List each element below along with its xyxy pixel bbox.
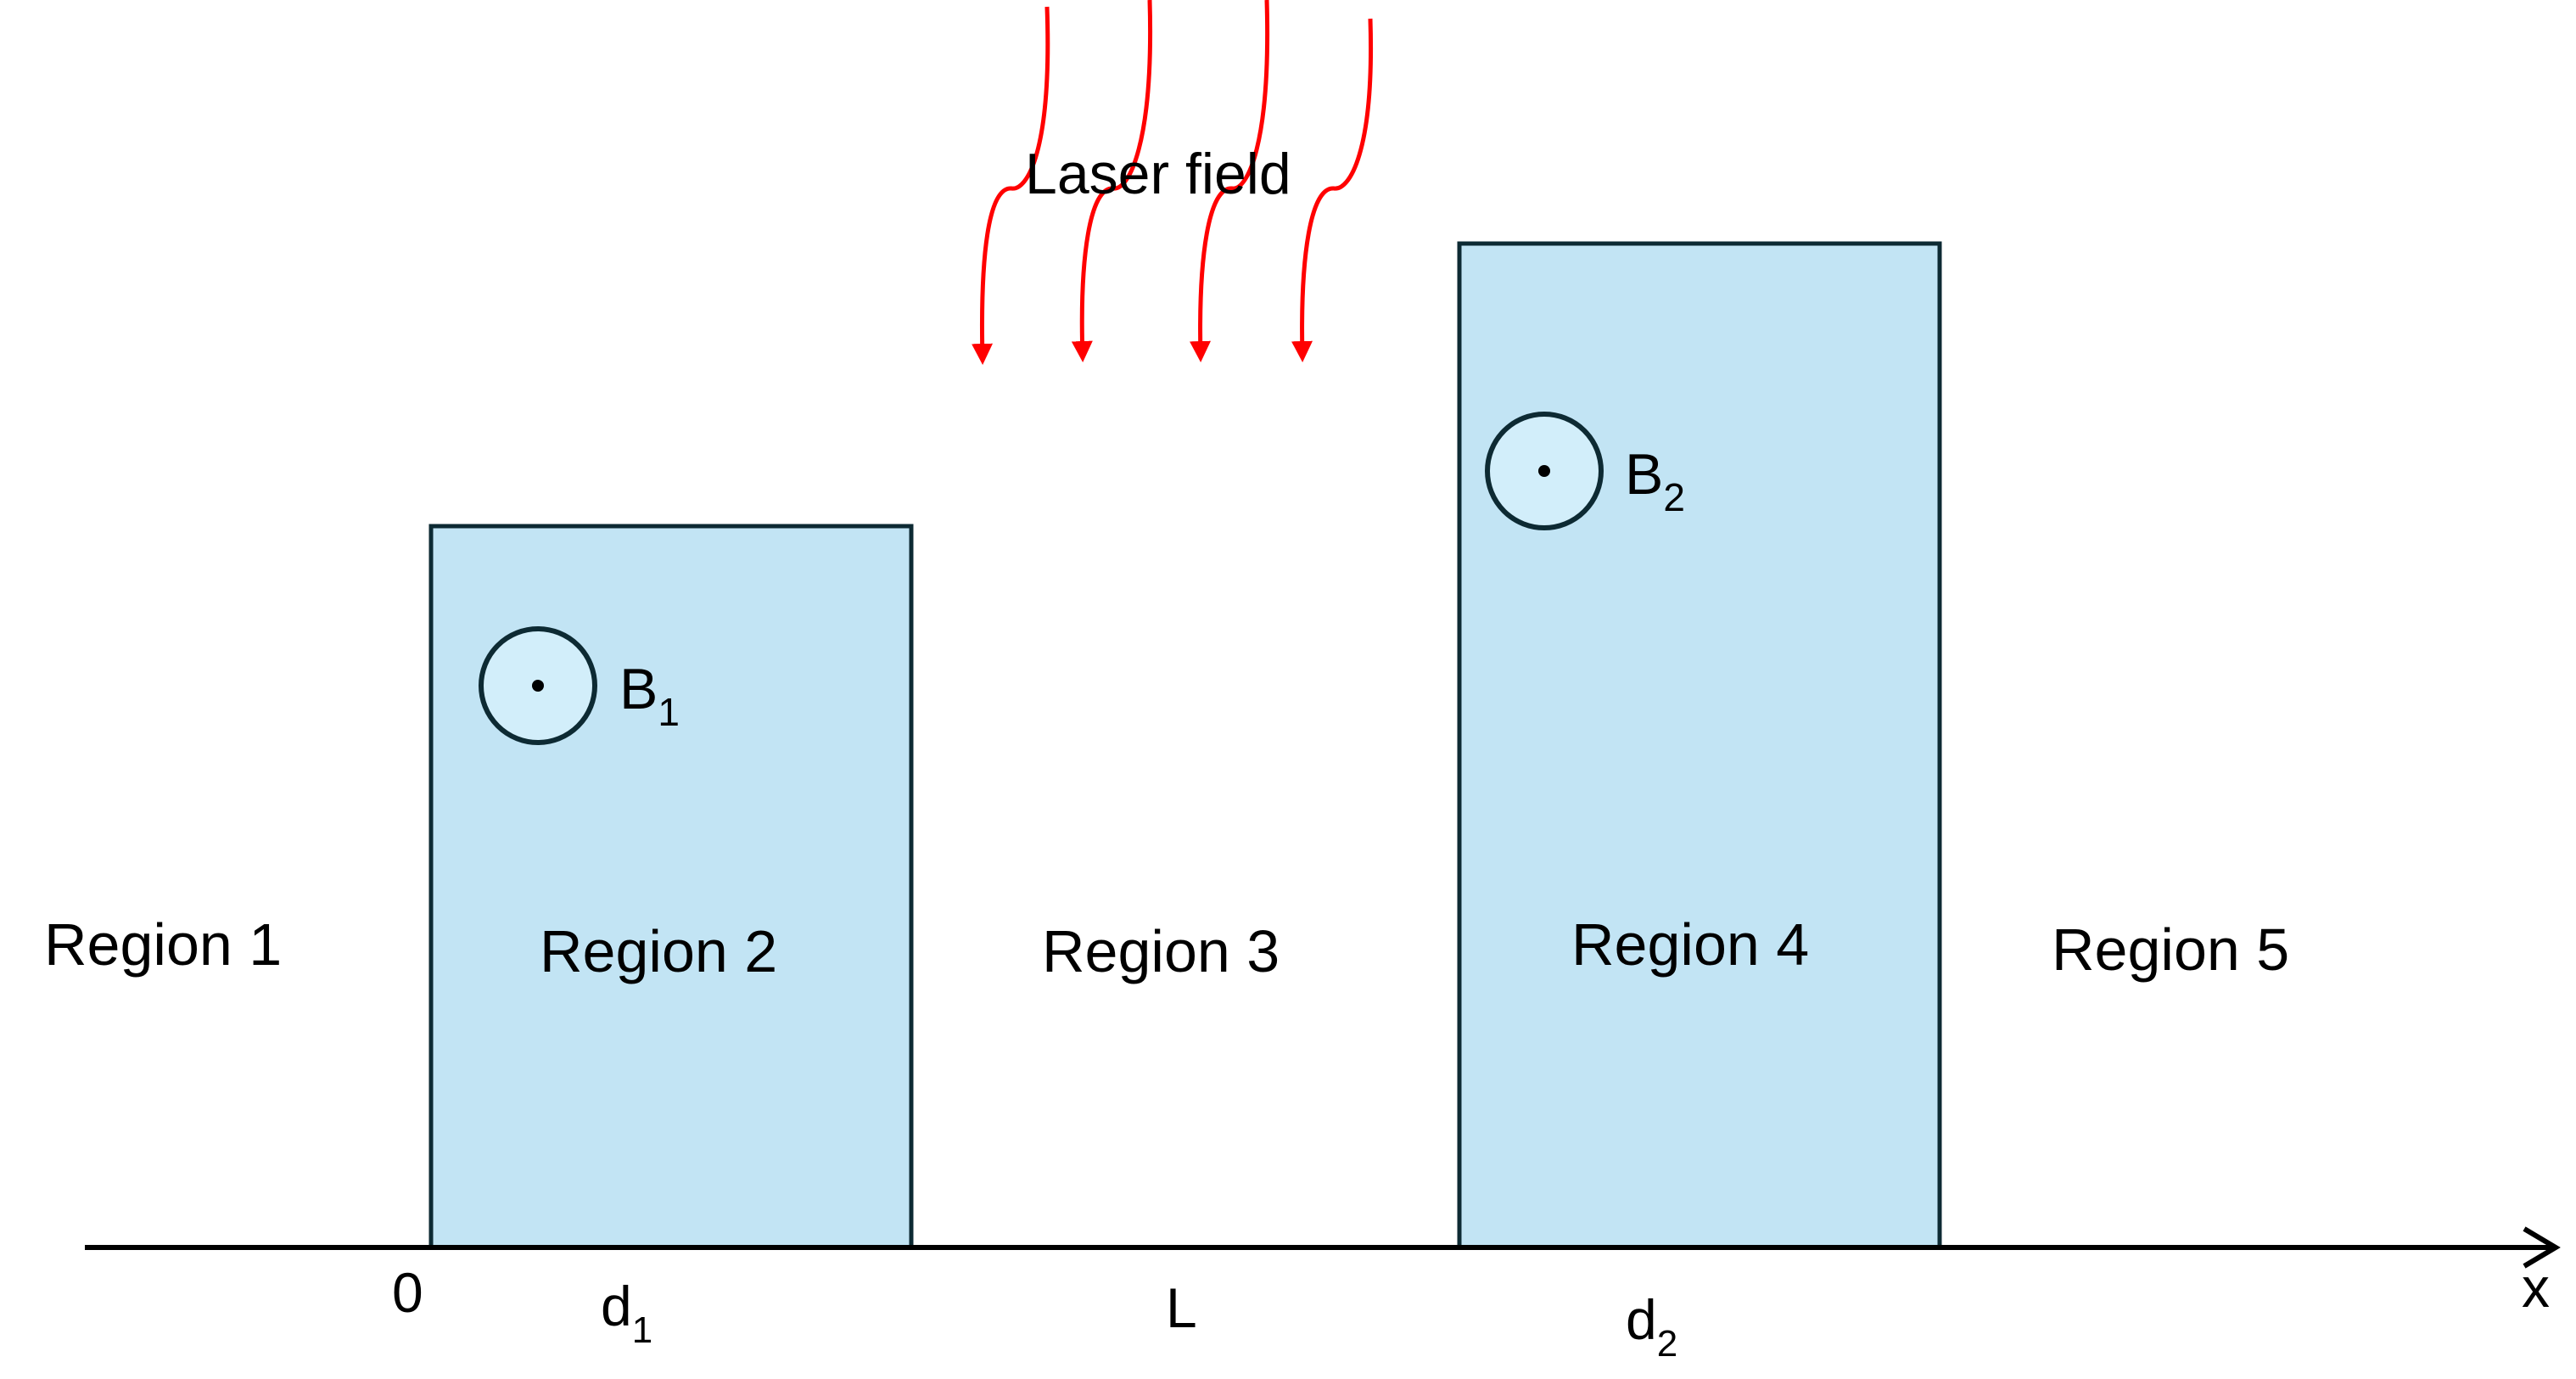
out-of-plane-field-icon [479,626,597,745]
laser-arrow [1071,0,1153,362]
laser-arrow [1291,18,1374,362]
tick-label-l: L [1166,1276,1197,1339]
region-label-3: Region 3 [1042,918,1280,984]
region-label-1: Region 1 [44,911,282,978]
axis-variable-label: x [2522,1256,2550,1319]
x-axis-arrowhead [2523,1226,2561,1269]
laser-arrow [1190,0,1270,362]
tick-label-d2: d2 [1626,1288,1677,1365]
out-of-plane-field-icon [1485,412,1604,530]
laser-arrow [972,6,1050,365]
field-label-b1: B1 [619,657,680,734]
barrier-1 [428,524,914,1250]
tick-label-d1: d1 [601,1275,652,1351]
region-label-2: Region 2 [540,918,777,984]
laser-field-label: Laser field [1025,142,1291,206]
laser-arrows [972,0,1374,365]
barrier-2 [1457,241,1942,1250]
region-label-4: Region 4 [1571,911,1809,978]
region-label-5: Region 5 [2052,917,2289,983]
tick-label-origin: 0 [392,1261,423,1324]
field-label-b2: B2 [1625,442,1685,519]
